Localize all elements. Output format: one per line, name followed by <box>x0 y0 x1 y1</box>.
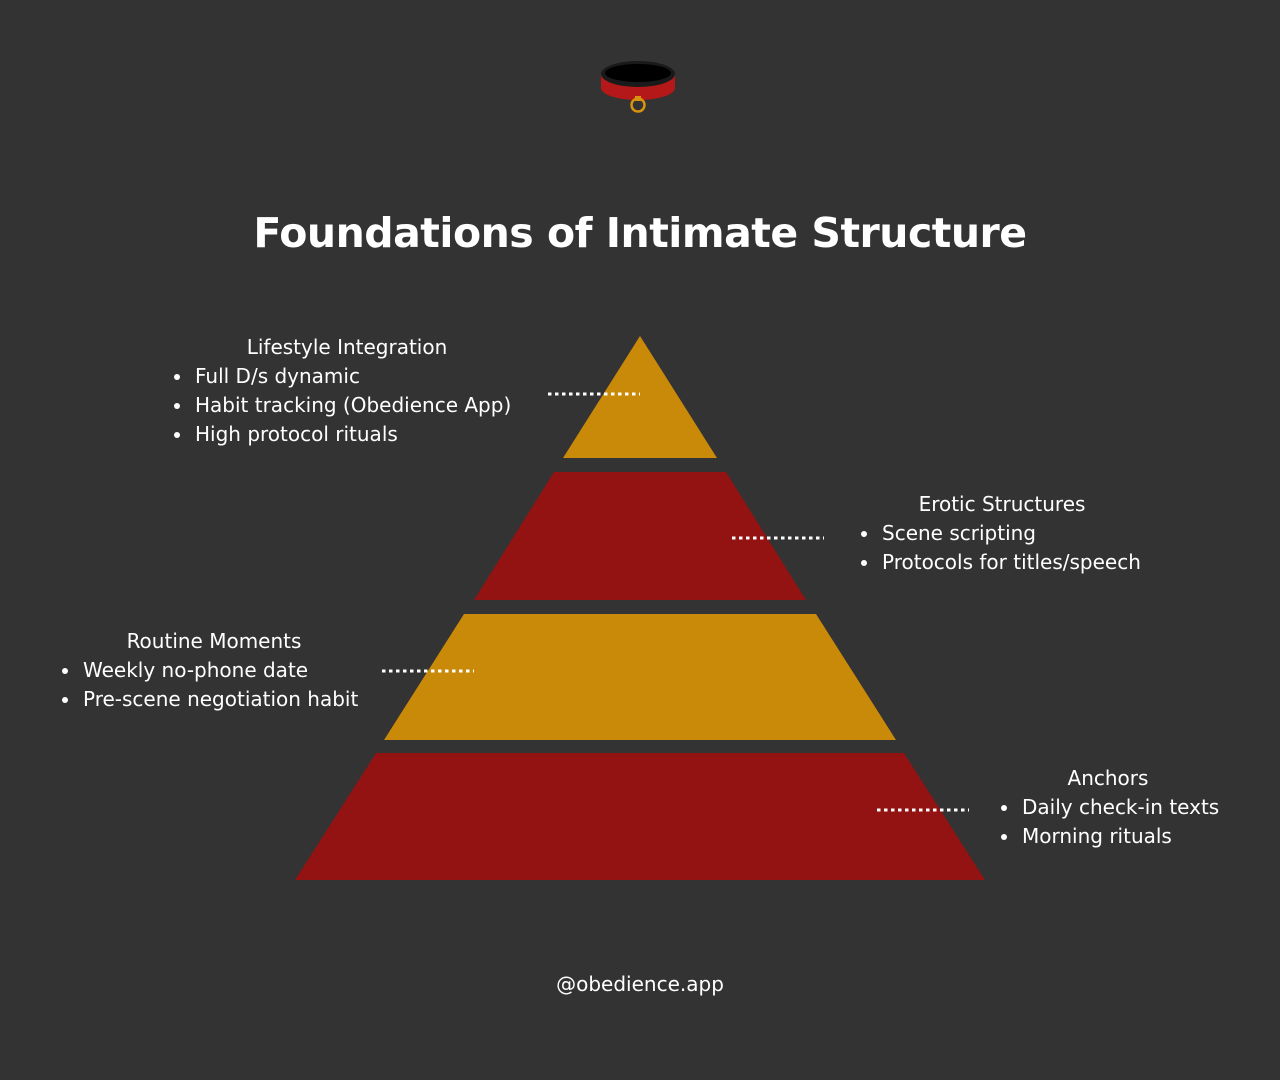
tier-heading: Erotic Structures <box>918 492 1086 516</box>
tier-label-anchors: Anchors Daily check-in texts Morning rit… <box>996 764 1220 851</box>
page-title: Foundations of Intimate Structure <box>253 209 1027 257</box>
list-item: Weekly no-phone date <box>57 656 371 685</box>
list-item: Pre-scene negotiation habit <box>57 685 371 714</box>
tier-heading: Lifestyle Integration <box>246 335 448 359</box>
pyramid-tier-2 <box>474 472 806 600</box>
list-item: High protocol rituals <box>169 420 525 449</box>
tier-items: Weekly no-phone date Pre-scene negotiati… <box>57 656 371 714</box>
tier-label-erotic-structures: Erotic Structures Scene scripting Protoc… <box>856 490 1148 577</box>
tier-items: Daily check-in texts Morning rituals <box>996 793 1220 851</box>
list-item: Morning rituals <box>996 822 1220 851</box>
collar-icon <box>601 61 675 113</box>
tier-heading: Anchors <box>1067 766 1149 790</box>
list-item: Protocols for titles/speech <box>856 548 1148 577</box>
tier-items: Full D/s dynamic Habit tracking (Obedien… <box>169 362 525 449</box>
tier-label-lifestyle-integration: Lifestyle Integration Full D/s dynamic H… <box>169 333 525 449</box>
tier-heading: Routine Moments <box>126 629 302 653</box>
footer-handle: @obedience.app <box>556 972 724 996</box>
list-item: Daily check-in texts <box>996 793 1220 822</box>
list-item: Habit tracking (Obedience App) <box>169 391 525 420</box>
pyramid-tier-1 <box>563 336 717 458</box>
pyramid-tier-4 <box>295 753 985 880</box>
pyramid-tier-3 <box>384 614 896 740</box>
tier-label-routine-moments: Routine Moments Weekly no-phone date Pre… <box>57 627 371 714</box>
list-item: Full D/s dynamic <box>169 362 525 391</box>
list-item: Scene scripting <box>856 519 1148 548</box>
tier-items: Scene scripting Protocols for titles/spe… <box>856 519 1148 577</box>
